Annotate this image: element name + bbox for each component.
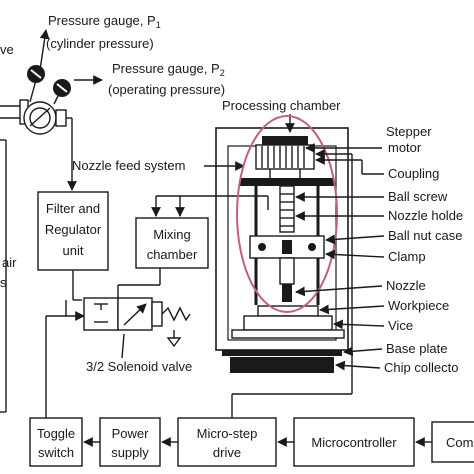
workpiece-label: Workpiece [388, 298, 449, 313]
toggle-switch-box [29, 417, 83, 467]
toggle-line1: Toggle [37, 426, 75, 441]
mixing-line2: chamber [147, 247, 198, 262]
nozzle-label: Nozzle [386, 278, 426, 293]
ball-screw [279, 185, 295, 233]
processing-chamber-label: Processing chamber [222, 98, 341, 113]
gauge-p1-desc: (cylinder pressure) [46, 36, 154, 51]
vice-label: Vice [388, 318, 413, 333]
vice-base [231, 329, 345, 339]
power-line1: Power [112, 426, 150, 441]
micro-step-drive-box [177, 417, 277, 467]
chip-collector [230, 357, 334, 373]
microcontroller-label: Microcontroller [311, 435, 397, 450]
gauge-p2-subscript: 2 [220, 68, 225, 78]
svg-text:Pressure gauge, P2: Pressure gauge, P2 [112, 61, 225, 78]
power-line2: supply [111, 445, 149, 460]
air-cylinder [0, 139, 7, 413]
base-plate-label: Base plate [386, 341, 447, 356]
pressure-gauge-p1 [27, 29, 50, 103]
drive-line2: drive [213, 445, 241, 460]
stepper-motor-label-1: Stepper [386, 124, 432, 139]
filter-line3: unit [63, 243, 84, 258]
coupling-label: Coupling [388, 166, 439, 181]
microcontroller-box [293, 417, 415, 467]
vice [243, 315, 333, 331]
mixing-line1: Mixing [153, 227, 191, 242]
mixing-chamber-box [135, 217, 209, 269]
stepper-motor [255, 144, 315, 170]
pressure-gauge-p2 [53, 75, 103, 105]
right-label-group: Stepper motor Coupling Ball screw Nozzle… [295, 124, 463, 375]
gauge-p2-desc: (operating pressure) [108, 82, 225, 97]
filter-line2: Regulator [45, 222, 102, 237]
filter-regulator-box [37, 191, 109, 271]
stepper-motor-top [262, 136, 308, 145]
clamp-label: Clamp [388, 249, 426, 264]
air-label-cut: air [2, 255, 17, 270]
computer-label-cut: Com [446, 435, 473, 450]
stepper-motor-label-2: motor [388, 140, 422, 155]
nozzle-feed-label: Nozzle feed system [72, 158, 185, 173]
coupling-bar [240, 178, 334, 186]
power-supply-box [99, 417, 161, 467]
chip-collector-label: Chip collecto [384, 360, 458, 375]
valve-label-cut: ve [0, 42, 14, 57]
pressure-regulator [0, 99, 77, 191]
s-label-cut: s [0, 275, 7, 290]
processing-zone-ellipse [236, 115, 338, 313]
filter-line1: Filter and [46, 201, 100, 216]
toggle-line2: switch [38, 445, 74, 460]
base-plate [222, 350, 342, 356]
nozzle [282, 284, 292, 302]
ball-nut-case-label: Ball nut case [388, 228, 462, 243]
solenoid-valve [83, 268, 191, 348]
drive-line1: Micro-step [197, 426, 258, 441]
nozzle-holder-label: Nozzle holde [388, 208, 463, 223]
gauge-p2-label: Pressure gauge, P [112, 61, 220, 76]
solenoid-valve-label: 3/2 Solenoid valve [86, 359, 192, 374]
gauge-p1-subscript: 1 [156, 20, 161, 30]
ball-screw-label: Ball screw [388, 189, 448, 204]
gauge-p1-label: Pressure gauge, P [48, 13, 156, 28]
nozzle-holder [279, 257, 295, 285]
svg-text:Pressure gauge, P1: Pressure gauge, P1 [48, 13, 161, 30]
